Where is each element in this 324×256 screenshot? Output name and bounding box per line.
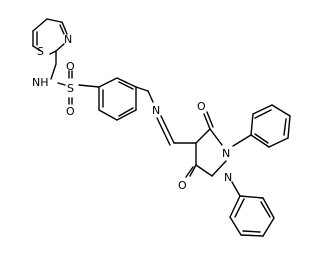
carbonyl-oxygen-bottom-label: O [178, 179, 187, 192]
thiazole-ring [32, 18, 68, 64]
thiazole-sulfur-label: S [37, 45, 44, 58]
sulfonyl-oxygen-bottom-label: O [66, 105, 75, 118]
imine-nitrogen-label: N [152, 104, 160, 117]
phenyl-ring-upper [232, 104, 291, 148]
phenyl-ring-lower [229, 181, 275, 237]
thiazole-nitrogen-label: N [64, 33, 72, 46]
ring-nitrogen-1-label: N [222, 147, 230, 160]
imine-linker [156, 115, 197, 146]
sulfonyl-sulfur-label: S [67, 82, 74, 95]
pyrazolidinedione-ring [185, 111, 227, 178]
amine-nh-label: NH [32, 76, 49, 89]
ring-nitrogen-2-label: N [224, 171, 232, 184]
carbonyl-oxygen-top-label: O [197, 100, 206, 113]
sulfonyl-oxygen-top-label: O [66, 60, 75, 73]
sulfonamide-group [50, 63, 100, 105]
benzene-ring [98, 77, 154, 121]
